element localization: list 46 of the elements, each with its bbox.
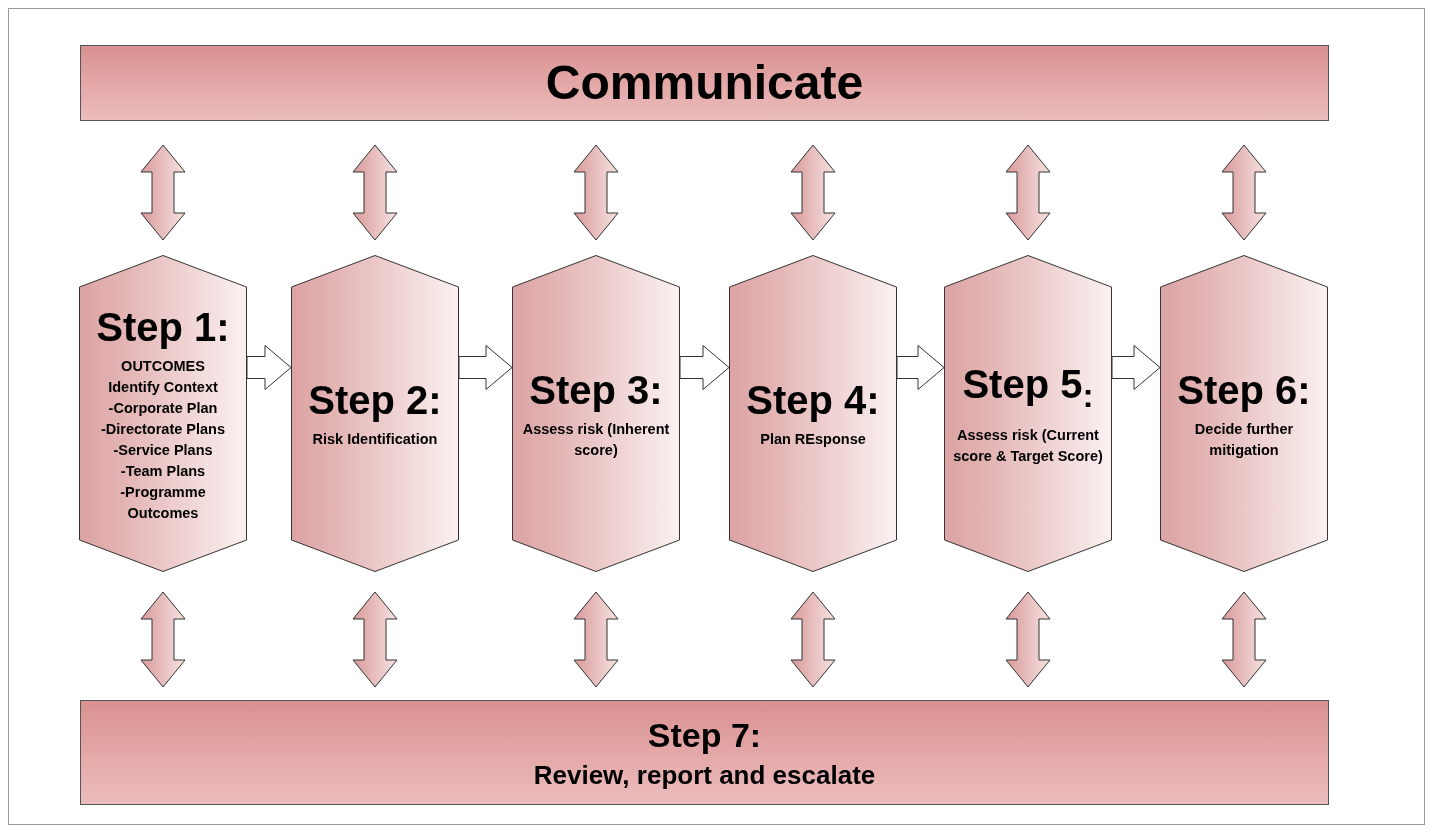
double-block-arrow [790, 591, 836, 688]
step-description: Identify Context [108, 377, 218, 397]
double-block-arrow [1005, 591, 1051, 688]
step-description: -Directorate Plans [100, 419, 226, 439]
block-arrow [896, 345, 945, 390]
step-hexagon [291, 255, 459, 572]
step-description: -Service Plans [113, 440, 213, 460]
double-block-arrow [352, 591, 398, 688]
banner-title: Communicate [545, 61, 864, 105]
step-description: Assess risk (Current score & Target Score) [953, 425, 1103, 466]
double-block-arrow [1221, 144, 1267, 241]
step-description: -Corporate Plan [108, 398, 218, 418]
step-description: Decide further mitigation [1193, 419, 1295, 460]
step-heading: Step 1: [96, 303, 230, 350]
step-hexagon [512, 255, 680, 572]
banner-box [80, 45, 1329, 121]
step-heading: Step 6: [1177, 366, 1311, 413]
step-heading: Step 5$_{:}$ [962, 360, 1094, 416]
step-description: -Programme Outcomes [119, 482, 207, 523]
step-description: OUTCOMES [121, 356, 205, 376]
block-arrow [458, 345, 513, 390]
double-block-arrow [352, 144, 398, 241]
double-block-arrow [790, 144, 836, 241]
double-block-arrow [1005, 144, 1051, 241]
double-block-arrow [140, 144, 186, 241]
double-block-arrow [573, 144, 619, 241]
banner-box [80, 700, 1329, 805]
step-description: -Team Plans [120, 461, 206, 481]
block-arrow [1111, 345, 1161, 390]
step-hexagon [79, 255, 247, 572]
step-description: Assess risk (Inherent score) [521, 419, 671, 460]
step-heading: Step 4: [746, 377, 880, 423]
step-heading: Step 3: [529, 366, 663, 413]
step-hexagon [729, 255, 897, 572]
step-hexagon [944, 255, 1112, 572]
step-description: Risk Identification [312, 430, 438, 449]
double-block-arrow [573, 591, 619, 688]
double-block-arrow [1221, 591, 1267, 688]
step-description: Plan REsponse [760, 430, 866, 449]
block-arrow [246, 345, 292, 390]
step-heading: Step 2: [308, 377, 442, 423]
double-block-arrow [140, 591, 186, 688]
step-hexagon [1160, 255, 1328, 572]
block-arrow [679, 345, 730, 390]
step-description: Review, report and escalate [533, 758, 876, 792]
step-heading: Step 7: [647, 714, 762, 756]
